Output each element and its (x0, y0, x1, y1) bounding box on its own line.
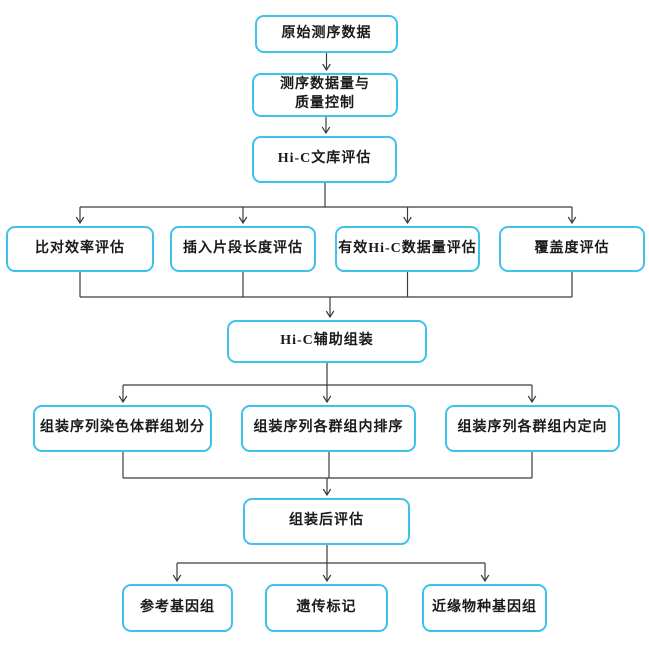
flow-node-label: Hi-C辅助组装 (280, 333, 374, 349)
flow-node-label: 原始测序数据 (281, 25, 372, 41)
flow-node-genetic-markers: 遗传标记 (265, 584, 388, 632)
flow-node-label: 插入片段长度评估 (183, 240, 303, 256)
flow-node-chromosome-grouping: 组装序列染色体群组划分 (33, 405, 212, 452)
flow-node-data-quality-control: 测序数据量与 质量控制 (252, 73, 398, 117)
flow-node-label: 组装后评估 (289, 513, 364, 529)
flow-node-hic-assisted-assembly: Hi-C辅助组装 (227, 320, 427, 363)
flow-node-hic-library-eval: Hi-C文库评估 (252, 136, 397, 183)
flow-node-label: 组装序列染色体群组划分 (40, 420, 205, 436)
flow-node-label: 组装序列各群组内排序 (253, 420, 404, 436)
flow-node-label: 覆盖度评估 (534, 240, 610, 256)
flow-node-coverage-eval: 覆盖度评估 (499, 226, 645, 272)
flow-node-label: Hi-C文库评估 (277, 151, 372, 167)
flow-node-related-species-genome: 近缘物种基因组 (422, 584, 547, 632)
flow-node-label: 有效Hi-C数据量评估 (338, 240, 477, 256)
flow-node-insert-length-eval: 插入片段长度评估 (170, 226, 316, 272)
flow-node-valid-hic-data-eval: 有效Hi-C数据量评估 (335, 226, 480, 272)
flow-node-label-line1: 测序数据量与 (280, 77, 370, 93)
flow-node-reference-genome: 参考基因组 (122, 584, 233, 632)
flow-node-raw-sequencing-data: 原始测序数据 (255, 15, 398, 53)
flow-node-group-ordering: 组装序列各群组内排序 (241, 405, 416, 452)
flow-node-label: 遗传标记 (296, 599, 357, 615)
flow-node-label: 组装序列各群组内定向 (457, 420, 608, 436)
flow-node-post-assembly-eval: 组装后评估 (243, 498, 410, 545)
flow-node-label-line2: 质量控制 (295, 96, 355, 111)
flow-node-label: 参考基因组 (140, 599, 215, 615)
flow-node-label: 比对效率评估 (35, 240, 125, 256)
flow-node-label: 近缘物种基因组 (432, 599, 537, 615)
flow-node-alignment-efficiency-eval: 比对效率评估 (6, 226, 154, 272)
flow-node-group-orientation: 组装序列各群组内定向 (445, 405, 620, 452)
